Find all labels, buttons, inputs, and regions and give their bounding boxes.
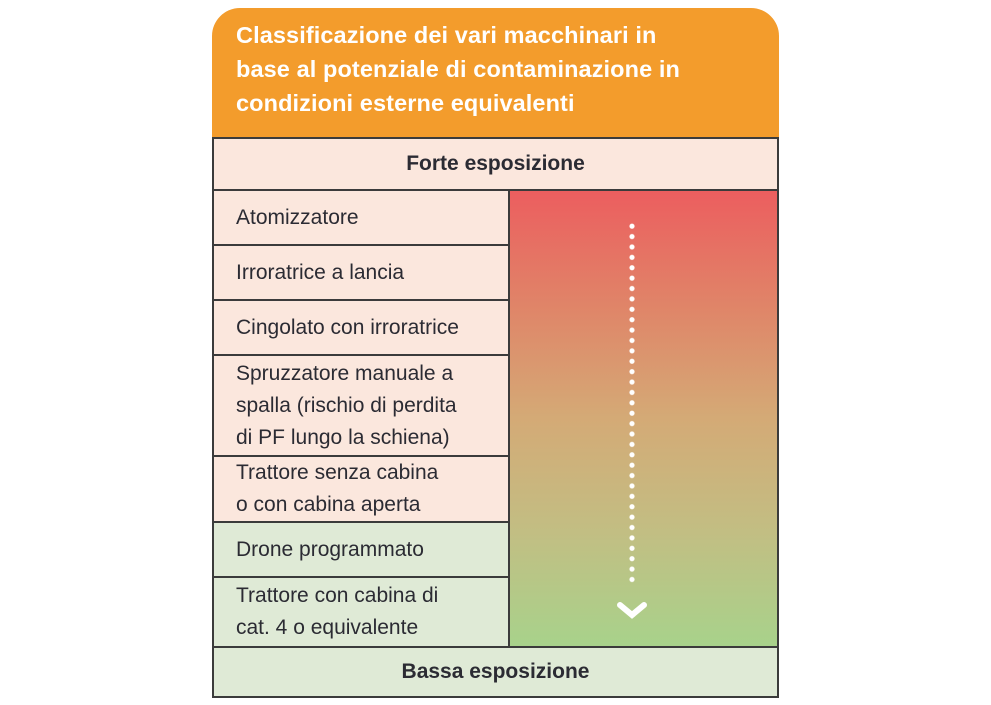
machine-row: Drone programmato <box>214 521 508 576</box>
machine-label: Irroratrice a lancia <box>236 260 405 284</box>
machine-row: Cingolato con irroratrice <box>214 299 508 354</box>
figure-title-bar: Classificazione dei vari macchinari in b… <box>212 8 779 137</box>
machine-label: Atomizzatore <box>236 205 359 229</box>
machine-row: Spruzzatore manuale a spalla (rischio di… <box>214 354 508 455</box>
machine-row: Trattore con cabina di cat. 4 o equivale… <box>214 576 508 646</box>
machine-row: Trattore senza cabina o con cabina apert… <box>214 455 508 521</box>
high-exposure-label: Forte esposizione <box>406 152 585 175</box>
machine-row: Atomizzatore <box>214 191 508 244</box>
low-exposure-row: Bassa esposizione <box>214 646 777 696</box>
machine-label: Spruzzatore manuale a spalla (rischio di… <box>236 361 457 449</box>
machine-label: Drone programmato <box>236 537 424 561</box>
low-exposure-label: Bassa esposizione <box>401 660 590 683</box>
classification-figure: Classificazione dei vari macchinari in b… <box>212 8 779 698</box>
figure-title: Classificazione dei vari macchinari in b… <box>236 22 680 116</box>
down-arrow-icon <box>617 602 647 619</box>
machine-label: Cingolato con irroratrice <box>236 315 459 339</box>
exposure-gradient <box>510 191 777 646</box>
machine-row: Irroratrice a lancia <box>214 244 508 299</box>
high-exposure-row: Forte esposizione <box>214 139 777 191</box>
down-arrow-dotted-line <box>624 221 640 586</box>
machine-label: Trattore senza cabina o con cabina apert… <box>236 461 439 516</box>
machine-label: Trattore con cabina di cat. 4 o equivale… <box>236 584 439 639</box>
